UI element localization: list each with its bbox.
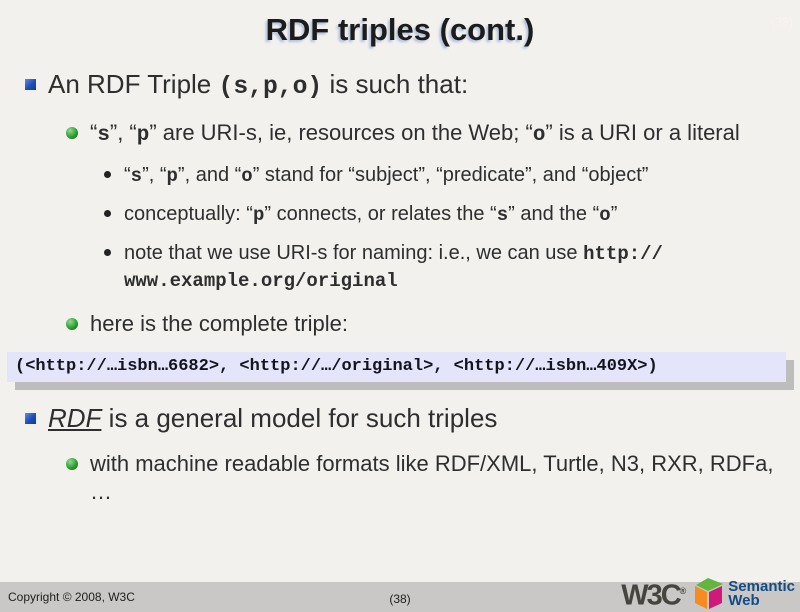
bullet-item-level-3: “s”, “p”, and “o” stand for “subject”, “… [0, 162, 778, 189]
code-text: o [599, 204, 611, 226]
bullet-item-level-1: RDF is a general model for such triples [0, 403, 778, 434]
text-segment: ” and the “ [508, 203, 600, 225]
code-text: s [97, 124, 110, 147]
bullet-item-level-3: conceptually: “p” connects, or relates t… [0, 201, 778, 228]
text-segment: ” stand for “subject”, “predicate”, and … [252, 164, 649, 186]
cube-icon [695, 577, 724, 609]
w3c-semantic-web-logo: W3C® Semantic Web [621, 576, 795, 611]
bullet-dot-icon [104, 249, 111, 256]
code-text: p [166, 165, 178, 187]
bullet-text: note that we use URI-s for naming: i.e.,… [124, 240, 778, 294]
text-segment: with machine readable formats like RDF/X… [90, 451, 774, 504]
bullet-item-level-2: with machine readable formats like RDF/X… [0, 450, 778, 506]
triple-code-box: (<http://…isbn…6682>, <http://…/original… [7, 352, 786, 382]
text-segment: “ [124, 164, 131, 186]
bullet-text: RDF is a general model for such triples [48, 403, 497, 434]
bullet-item-level-1: An RDF Triple (s,p,o) is such that: [0, 69, 778, 103]
bullet-item-level-3: note that we use URI-s for naming: i.e.,… [0, 240, 778, 294]
slide-number-corner: (38) [771, 15, 793, 29]
code-text: s [496, 204, 509, 226]
bullet-text: with machine readable formats like RDF/X… [90, 450, 778, 506]
text-segment: ”, “ [109, 120, 137, 145]
code-text: o [532, 124, 546, 147]
text-segment: ” connects, or relates the “ [264, 203, 497, 225]
registered-mark: ® [679, 586, 687, 597]
text-segment: An RDF Triple [48, 69, 219, 99]
bullet-list-bottom: RDF is a general model for such triples w… [0, 403, 800, 506]
text-segment: “ [90, 120, 98, 145]
semantic-web-text: Semantic Web [728, 577, 795, 609]
text-segment: here is the complete triple: [90, 311, 349, 336]
code-text: www.example.org/original [124, 270, 398, 292]
code-text: (s,p,o) [218, 73, 323, 101]
text-segment: ”, and “ [177, 164, 242, 186]
text-segment: ” is a URI or a literal [545, 120, 740, 145]
bullet-dot-icon [104, 210, 111, 217]
slide-title: RDF triples (cont.) [265, 12, 535, 47]
code-text: s [130, 165, 143, 187]
text-segment: ”, “ [142, 164, 167, 186]
bullet-text: here is the complete triple: [90, 310, 348, 338]
code-text: p [252, 204, 265, 226]
bullet-text: “s”, “p”, and “o” stand for “subject”, “… [124, 162, 648, 189]
bullet-list-top: An RDF Triple (s,p,o) is such that:“s”, … [0, 69, 800, 338]
footer-bar: Copyright © 2008, W3C (38) W3C® Semantic… [0, 577, 800, 612]
bullet-text: An RDF Triple (s,p,o) is such that: [48, 69, 468, 103]
bullet-square-icon [25, 413, 36, 424]
text-segment: is such that: [322, 69, 469, 99]
text-segment: is a general model for such triples [101, 403, 498, 433]
text-segment: note that we use URI-s for naming: i.e.,… [124, 242, 584, 264]
bullet-text: “s”, “p” are URI-s, ie, resources on the… [90, 119, 740, 150]
bullet-ball-icon [66, 458, 78, 470]
bullet-square-icon [25, 79, 36, 90]
code-text: p [136, 124, 150, 147]
slide: { "slide_number_corner": "(38)", "title"… [0, 12, 800, 612]
text-segment: ” are URI-s, ie, resources on the Web; “ [149, 120, 533, 145]
text-segment: conceptually: “ [124, 203, 253, 225]
bullet-ball-icon [66, 127, 78, 139]
code-text: http:// [583, 243, 663, 265]
w3c-logo-text: W3C® [621, 580, 687, 612]
text-segment: ” [610, 203, 618, 225]
code-text: o [241, 165, 253, 187]
bullet-item-level-2: here is the complete triple: [0, 310, 778, 338]
text-segment: RDF [48, 403, 102, 433]
bullet-dot-icon [104, 171, 111, 178]
bullet-text: conceptually: “p” connects, or relates t… [124, 201, 617, 228]
bullet-item-level-2: “s”, “p” are URI-s, ie, resources on the… [0, 119, 778, 150]
bullet-ball-icon [66, 318, 78, 330]
